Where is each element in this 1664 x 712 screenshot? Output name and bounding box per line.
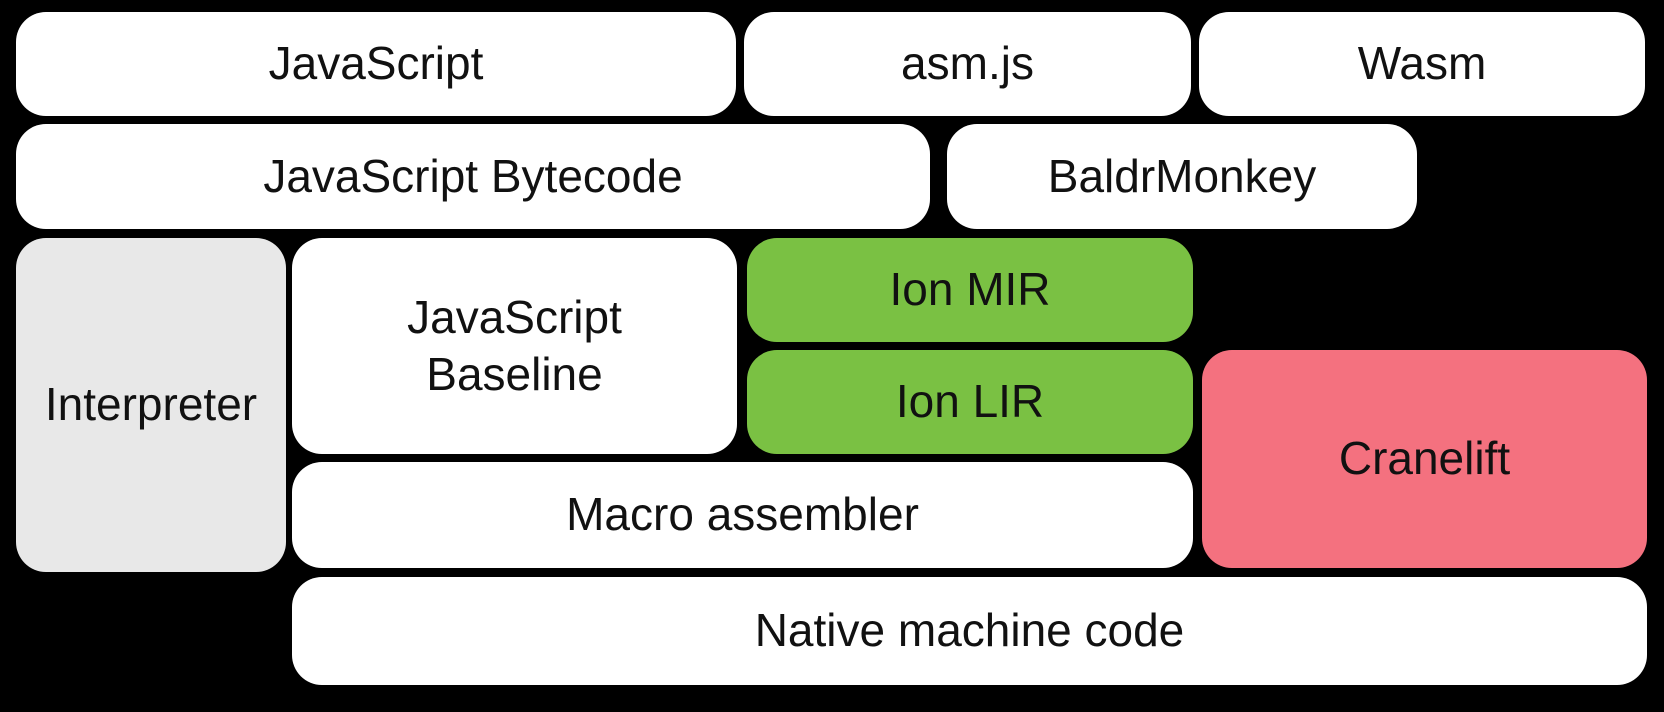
box-native-machine-code: Native machine code [292,577,1647,685]
box-label: Macro assembler [566,488,919,541]
box-cranelift: Cranelift [1202,350,1647,568]
box-label: Native machine code [754,604,1185,657]
box-ion-lir: Ion LIR [747,350,1193,454]
box-label: JavaScript Baseline [407,290,622,401]
box-macro-assembler: Macro assembler [292,462,1193,568]
box-interpreter: Interpreter [16,238,286,572]
box-label: Ion MIR [889,263,1051,316]
box-javascript: JavaScript [16,12,736,116]
box-wasm: Wasm [1199,12,1645,116]
box-javascript-baseline: JavaScript Baseline [292,238,737,454]
box-label: Wasm [1357,37,1487,90]
box-ion-mir: Ion MIR [747,238,1193,342]
box-label: BaldrMonkey [1047,149,1317,202]
box-label: asm.js [901,37,1034,90]
box-label: Ion LIR [895,375,1045,428]
box-label: Cranelift [1338,432,1511,485]
box-label: Interpreter [44,378,258,431]
box-label: JavaScript Bytecode [263,149,683,202]
box-javascript-bytecode: JavaScript Bytecode [16,124,930,229]
box-baldrmonkey: BaldrMonkey [947,124,1417,229]
box-asmjs: asm.js [744,12,1191,116]
box-label: JavaScript [268,37,484,90]
